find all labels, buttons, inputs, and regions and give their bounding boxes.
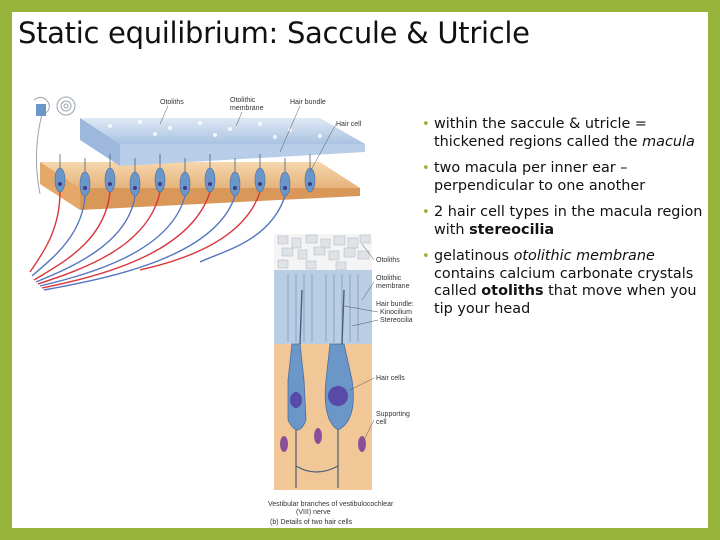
label-supporting-cell-1: Supporting [376,411,410,418]
label-otoliths: Otoliths [376,257,400,264]
bullet-text: 2 hair cell types in the macula region w… [434,204,703,238]
hair-cells [54,167,316,197]
label-hair-cells: Hair cells [376,375,405,382]
bullet-text: two macula per inner ear – perpendicular… [434,160,646,194]
bullet-item: two macula per inner ear – perpendicular… [420,160,704,195]
label-otolithic-membrane-top-1: Otolithic [230,97,256,104]
nerve-fibers [29,191,286,291]
bullet-list: within the saccule & utricle = thickened… [420,116,704,327]
label-otolithic-membrane-top-2: membrane [230,105,264,112]
bullet-item: 2 hair cell types in the macula region w… [420,204,704,239]
kinocilium-2 [341,289,345,345]
hair-bundles [59,154,311,172]
bullet-emphasis: macula [642,133,695,150]
bullet-text: that move when you tip your head [434,283,697,317]
hair-cell-1 [287,343,307,431]
bullet-text: contains calcium carbonate crystals call… [434,265,694,300]
label-otoliths-top: Otoliths [160,99,184,106]
bullet-item: gelatinous otolithic membrane contains c… [420,248,704,318]
slide-title: Static equilibrium: Saccule & Utricle [18,16,530,50]
ear-detail-icon [36,104,46,116]
hair-cell-detail-illustration: Otoliths Otolithic membrane Hair bundle:… [266,230,426,526]
label-hair-cell-top: Hair cell [336,121,362,128]
label-hair-bundle-top: Hair bundle [290,99,326,106]
label-otolithic-membrane-1: Otolithic [376,275,402,282]
label-supporting-cell-2: cell [376,419,387,426]
kinocilium-1 [299,289,303,345]
bullet-emphasis: otolithic membrane [513,248,655,264]
otoliths-crystals [108,120,322,139]
label-otolithic-membrane-2: membrane [376,283,410,290]
otolith-crystals [277,234,371,271]
figure-caption: (b) Details of two hair cells [270,519,353,526]
slide: Static equilibrium: Saccule & Utricle [12,12,708,528]
label-stereocilia: Stereocilia [380,317,413,324]
gelatinous-layer [274,270,372,344]
hair-cell-2-nucleus [328,386,348,406]
label-hair-bundle: Hair bundle: [376,301,414,308]
bullet-text: gelatinous [434,248,514,264]
hair-cell-1-nucleus [290,392,302,408]
bullet-bold: otoliths [481,283,544,299]
bullet-text: within the saccule & utricle = thickened… [434,116,647,150]
label-kinocilium: Kinocilium [380,309,412,316]
inner-ear-icon [33,96,76,195]
label-vestibular-nerve-1: Vestibular branches of vestibulocochlear [268,501,394,508]
macula-illustration: Otoliths Otolithic membrane Hair bundle … [20,92,380,292]
bullet-item: within the saccule & utricle = thickened… [420,116,704,151]
nerve-endings [295,430,339,488]
label-vestibular-nerve-2: (VIII) nerve [296,509,331,516]
otolithic-membrane [80,118,365,144]
bullet-bold: stereocilia [469,221,555,238]
